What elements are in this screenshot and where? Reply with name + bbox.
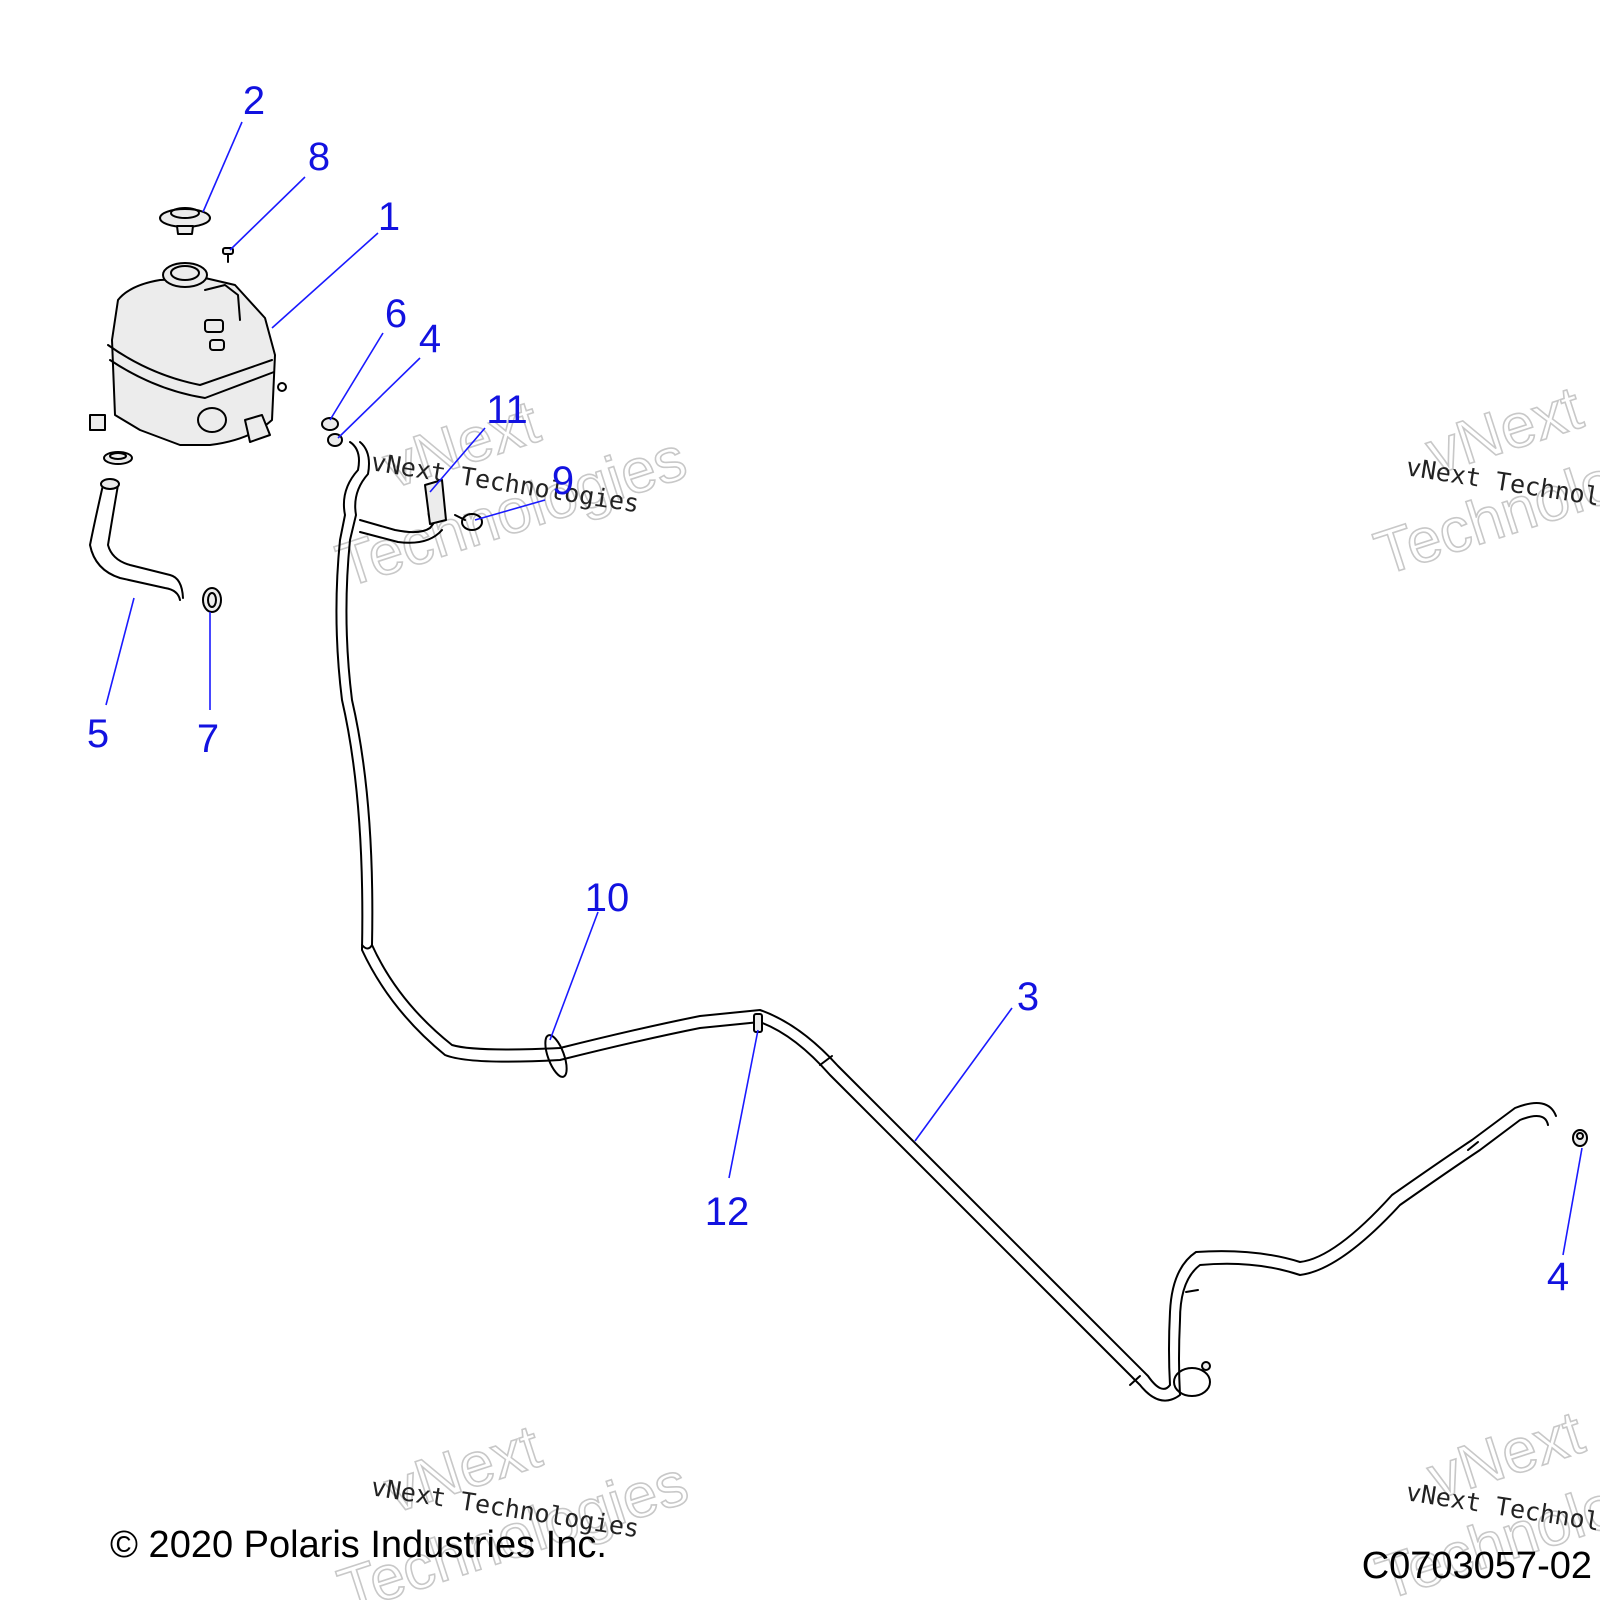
- clip-6: [321, 417, 339, 431]
- leader-4-lower: [1562, 1147, 1583, 1256]
- callout-4-lower: 4: [1547, 1255, 1569, 1299]
- callout-10: 10: [585, 876, 630, 920]
- leader-8: [229, 176, 306, 251]
- callout-8: 8: [308, 135, 330, 179]
- clip-9: [454, 513, 483, 531]
- leader-12: [728, 1029, 759, 1179]
- leader-1: [271, 232, 379, 329]
- drawing-number: C0703057-02: [1362, 1545, 1592, 1587]
- leader-10: [549, 911, 599, 1041]
- callout-4-upper: 4: [419, 317, 441, 361]
- leader-11: [429, 427, 486, 493]
- leader-6: [329, 332, 384, 421]
- screw-8: [222, 247, 234, 263]
- callout-11: 11: [486, 388, 528, 432]
- leader-9: [474, 499, 546, 521]
- callout-9: 9: [552, 459, 574, 503]
- callout-5: 5: [87, 712, 109, 756]
- callout-2: 2: [243, 79, 265, 123]
- callouts: 2 8 1 6 4 11 9 5 7 10 3 12 4: [87, 79, 1569, 1299]
- formed-hose-5: [89, 478, 184, 601]
- callout-6: 6: [385, 292, 407, 336]
- clip-10: [544, 1034, 568, 1078]
- coolant-reservoir-tank: [89, 262, 287, 446]
- clip-12: [753, 1013, 763, 1033]
- leader-3: [914, 1007, 1013, 1142]
- overflow-hose-3: [335, 441, 1557, 1402]
- callout-12: 12: [705, 1190, 750, 1234]
- hose-clamp-top: [103, 451, 133, 465]
- callout-1: 1: [378, 195, 400, 239]
- leader-4-upper: [337, 357, 421, 439]
- radiator-cap: [159, 207, 211, 235]
- hose-clamp-7: [202, 587, 222, 613]
- callout-3: 3: [1017, 975, 1039, 1019]
- leader-2: [202, 121, 243, 213]
- copyright-text: © 2020 Polaris Industries Inc.: [110, 1524, 607, 1566]
- clip-4-lower: [1572, 1129, 1588, 1147]
- leader-5: [105, 597, 135, 706]
- loop-clamp-lower: [1173, 1361, 1211, 1397]
- callout-7: 7: [197, 717, 219, 761]
- leader-lines: [105, 121, 1583, 1256]
